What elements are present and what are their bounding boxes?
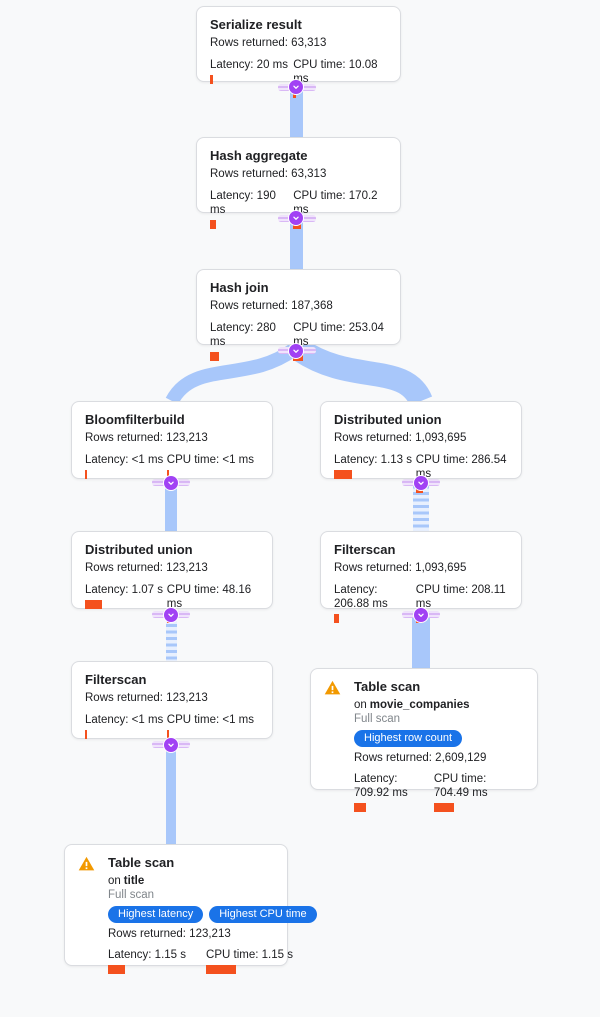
cpu-time-label: CPU time: 208.11 ms [415, 584, 506, 610]
scan-mode: Full scan [354, 713, 401, 725]
latency-label: Latency: 1.13 s [334, 454, 412, 466]
table-name: movie_companies [369, 699, 470, 711]
highest-latency-badge: Highest latency [108, 906, 204, 923]
latency-bar [210, 352, 219, 361]
warning-triangle-icon [324, 680, 341, 696]
cpu-time-bar [166, 470, 169, 479]
node-title: Filterscan [85, 672, 147, 687]
chevron-down-icon[interactable] [413, 475, 429, 491]
node-title: Distributed union [334, 412, 442, 427]
highest-row-count-badge: Highest row count [354, 730, 463, 747]
cpu-time-label: CPU time: 10.08 ms [293, 59, 378, 85]
node-metrics: Latency: <1 ms CPU time: <1 ms [85, 713, 259, 739]
node-title: Hash join [210, 280, 269, 295]
chevron-down-icon[interactable] [288, 343, 304, 359]
rows-returned: Rows returned: 63,313 [210, 168, 327, 180]
rows-returned: Rows returned: 123,213 [85, 562, 208, 574]
node-title: Bloomfilterbuild [85, 412, 185, 427]
latency-label: Latency: 206.88 ms [334, 584, 388, 610]
cpu-time-label: CPU time: 1.15 s [206, 949, 293, 961]
rows-returned: Rows returned: 187,368 [210, 300, 333, 312]
badge-row: Highest latency Highest CPU time [108, 906, 317, 923]
latency-label: Latency: 1.07 s [85, 584, 163, 596]
cpu-time-label: CPU time: 170.2 ms [293, 190, 378, 216]
plan-node-hash-join[interactable]: Hash join Rows returned: 187,368 Latency… [196, 269, 401, 361]
node-title: Serialize result [210, 17, 302, 32]
latency-label: Latency: 190 ms [210, 190, 276, 216]
latency-label: Latency: 20 ms [210, 59, 288, 71]
highest-cpu-time-badge: Highest CPU time [209, 906, 317, 923]
node-title: Table scan [354, 679, 421, 694]
badge-row: Highest row count [354, 730, 524, 747]
cpu-time-label: CPU time: 286.54 ms [415, 454, 507, 480]
node-title: Distributed union [85, 542, 193, 557]
scan-mode: Full scan [108, 889, 155, 901]
cpu-time-label: CPU time: 253.04 ms [293, 322, 384, 348]
on-word: on [354, 699, 367, 711]
chevron-down-icon[interactable] [163, 607, 179, 623]
latency-label: Latency: 709.92 ms [354, 773, 408, 799]
rows-returned: Rows returned: 123,213 [85, 692, 208, 704]
latency-bar [334, 470, 352, 479]
chevron-down-icon[interactable] [288, 210, 304, 226]
latency-bar [354, 803, 366, 812]
latency-bar [210, 220, 216, 229]
rows-returned: Rows returned: 1,093,695 [334, 432, 467, 444]
chevron-down-icon[interactable] [163, 475, 179, 491]
node-title: Filterscan [334, 542, 396, 557]
table-name: title [123, 875, 145, 887]
latency-bar [334, 614, 339, 623]
edge-distunion-to-filterscan-left [166, 611, 177, 662]
warning-triangle-icon [78, 856, 95, 872]
node-metrics: Latency: 1.15 s CPU time: 1.15 s [108, 948, 317, 974]
node-metrics: Latency: <1 ms CPU time: <1 ms [85, 453, 259, 479]
node-title: Hash aggregate [210, 148, 308, 163]
cpu-time-bar [166, 730, 169, 739]
rows-returned: Rows returned: 123,213 [108, 928, 231, 940]
cpu-time-bar [206, 965, 237, 974]
cpu-time-label: CPU time: 48.16 ms [166, 584, 252, 610]
rows-returned: Rows returned: 63,313 [210, 37, 327, 49]
cpu-time-bar [433, 803, 454, 812]
edge-filterscan-to-tablescan-left [166, 739, 176, 845]
chevron-down-icon[interactable] [288, 79, 304, 95]
latency-bar [85, 600, 102, 609]
latency-label: Latency: <1 ms [85, 714, 164, 726]
rows-returned: Rows returned: 1,093,695 [334, 562, 467, 574]
cpu-time-label: CPU time: 704.49 ms [433, 773, 488, 799]
rows-returned: Rows returned: 123,213 [85, 432, 208, 444]
latency-label: Latency: 1.15 s [108, 949, 186, 961]
latency-bar [210, 75, 213, 84]
plan-node-distributed-union-left[interactable]: Distributed union Rows returned: 123,213… [71, 531, 273, 623]
chevron-down-icon[interactable] [163, 737, 179, 753]
plan-node-serialize-result[interactable]: Serialize result Rows returned: 63,313 L… [196, 6, 401, 98]
plan-node-filterscan-left[interactable]: Filterscan Rows returned: 123,213 Latenc… [71, 661, 273, 739]
on-word: on [108, 875, 121, 887]
plan-node-bloomfilterbuild[interactable]: Bloomfilterbuild Rows returned: 123,213 … [71, 401, 273, 479]
rows-returned: Rows returned: 2,609,129 [354, 752, 487, 764]
latency-bar [85, 730, 87, 739]
cpu-time-label: CPU time: <1 ms [166, 714, 254, 726]
latency-label: Latency: <1 ms [85, 454, 164, 466]
cpu-time-label: CPU time: <1 ms [166, 454, 254, 466]
latency-bar [85, 470, 87, 479]
node-title: Table scan [108, 855, 175, 870]
edge-bloom-to-distunion-left [165, 479, 177, 532]
node-metrics: Latency: 1.13 s CPU time: 286.54 ms [334, 453, 508, 493]
chevron-down-icon[interactable] [413, 607, 429, 623]
node-metrics: Latency: 709.92 ms CPU time: 704.49 ms [354, 772, 524, 812]
plan-node-filterscan-right[interactable]: Filterscan Rows returned: 1,093,695 Late… [320, 531, 522, 623]
plan-node-distributed-union-right[interactable]: Distributed union Rows returned: 1,093,6… [320, 401, 522, 493]
plan-node-hash-aggregate[interactable]: Hash aggregate Rows returned: 63,313 Lat… [196, 137, 401, 229]
node-metrics: Latency: 1.07 s CPU time: 48.16 ms [85, 583, 259, 623]
edge-filterscan-to-tablescan-right [412, 611, 430, 669]
latency-bar [108, 965, 125, 974]
latency-label: Latency: 280 ms [210, 322, 276, 348]
